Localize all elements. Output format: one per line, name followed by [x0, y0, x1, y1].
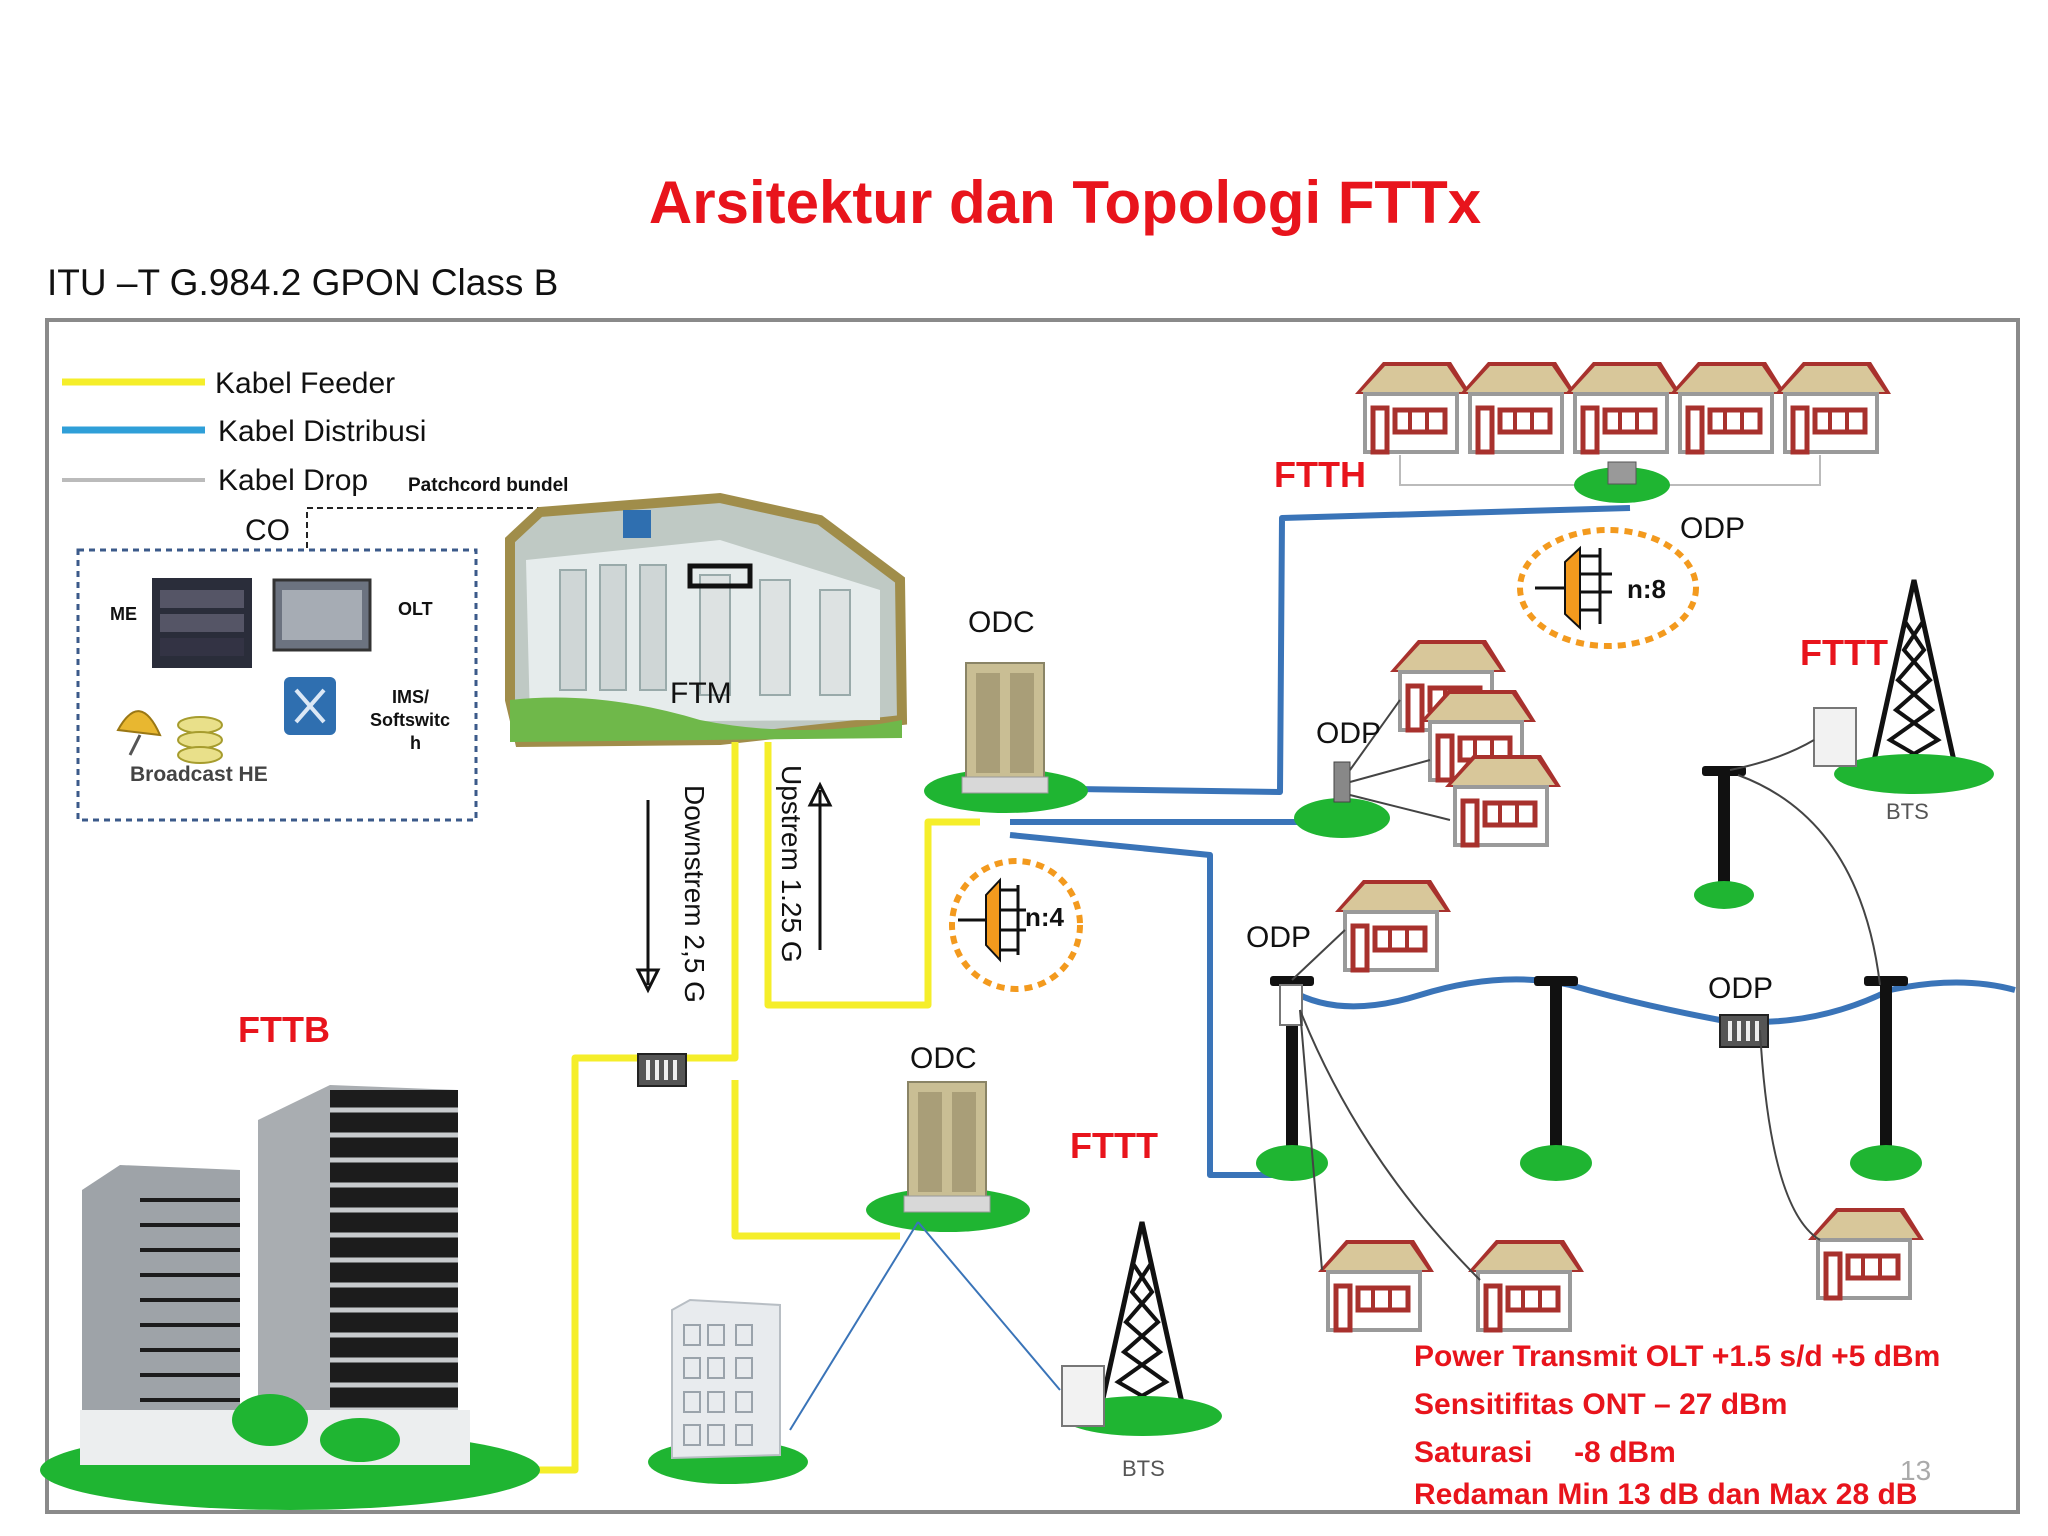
pole-area-houses	[1318, 880, 1924, 1330]
drop-cables	[1291, 739, 1881, 1281]
legend-distribusi-label: Kabel Distribusi	[218, 415, 426, 448]
upstream-label: Upstrem 1.25 G	[776, 765, 807, 963]
co-label: CO	[245, 514, 290, 547]
bts-right-label: BTS	[1886, 799, 1929, 824]
odc-bottom-label: ODC	[910, 1042, 977, 1075]
ims-label-1: IMS/	[392, 687, 429, 707]
legend-drop-label: Kabel Drop	[218, 464, 368, 497]
spec-sensitivity: Sensitifitas ONT – 27 dBm	[1414, 1388, 1788, 1421]
pole-3	[1850, 976, 1922, 1181]
odp-ftth-box	[1574, 461, 1670, 503]
broadcast-he-label: Broadcast HE	[130, 763, 268, 786]
fttt-bottom-label: FTTT	[1070, 1125, 1158, 1166]
ftth-label: FTTH	[1274, 454, 1366, 495]
odc-top-label: ODC	[968, 606, 1035, 639]
pole-right-bts	[1694, 766, 1754, 909]
feeder-cables	[460, 742, 980, 1474]
pole-2	[1520, 976, 1592, 1181]
slide-number: 13	[1900, 1455, 1932, 1486]
odp-pole-label: ODP	[1246, 921, 1311, 954]
legend-feeder-label: Kabel Feeder	[215, 367, 395, 400]
odc-top-cabinet	[923, 662, 1089, 814]
ftm-label: FTM	[670, 677, 732, 710]
bts-right-cabinet	[1813, 707, 1857, 767]
fttb-buildings	[40, 1085, 540, 1510]
odc-bottom-drops	[789, 1221, 1061, 1431]
odp-ftth-label: ODP	[1680, 512, 1745, 545]
odp-mid-label: ODP	[1316, 717, 1381, 750]
softswitch-icon	[284, 677, 336, 735]
spec-saturation: Saturasi -8 dBm	[1414, 1436, 1676, 1469]
fttb-label: FTTB	[238, 1009, 330, 1050]
bts-bottom-label: BTS	[1122, 1456, 1165, 1481]
ftth-house-row	[1355, 362, 1891, 452]
splitter-n8-label: n:8	[1627, 574, 1666, 604]
satellite-dish-icon	[116, 710, 162, 756]
fttb-splitter-box	[636, 1052, 688, 1088]
page-subtitle: ITU –T G.984.2 GPON Class B	[47, 262, 559, 303]
me-label: ME	[110, 604, 137, 624]
ims-label-3: h	[410, 733, 421, 753]
fttt-right-tower	[1834, 580, 1994, 794]
splitter-n4-icon	[949, 858, 1083, 992]
ims-label-2: Softswitc	[370, 710, 450, 730]
spec-power: Power Transmit OLT +1.5 s/d +5 dBm	[1414, 1340, 1941, 1373]
olt-rack-icon	[272, 578, 372, 652]
me-rack-icon	[152, 578, 252, 668]
broadcast-coil-icon	[177, 716, 223, 764]
co-box	[76, 548, 478, 822]
diagram-frame	[45, 318, 2020, 1514]
olt-label: OLT	[398, 599, 433, 619]
splitter-n8-icon	[1517, 527, 1699, 649]
page-title: Arsitektur dan Topologi FTTx	[648, 169, 1482, 236]
bts-bottom-cabinet	[1061, 1365, 1105, 1427]
odp-right-label: ODP	[1708, 972, 1773, 1005]
pole-odp-box	[1279, 984, 1303, 1026]
splitter-n4-label: n:4	[1025, 902, 1065, 932]
fttt-right-label: FTTT	[1800, 632, 1888, 673]
odp-mid-houses	[1390, 640, 1561, 845]
odc-bottom-cabinet	[865, 1081, 1031, 1233]
ftm-building-illustration	[505, 492, 908, 748]
distribusi-cables	[1009, 505, 2016, 1178]
odp-mid-box	[1294, 761, 1390, 838]
apartment-building	[648, 1298, 808, 1484]
downstream-label: Downstrem 2,5 G	[679, 785, 710, 1003]
spec-attenuation: Redaman Min 13 dB dan Max 28 dB	[1414, 1478, 1918, 1511]
patchcord-label: Patchcord bundel	[408, 475, 568, 496]
